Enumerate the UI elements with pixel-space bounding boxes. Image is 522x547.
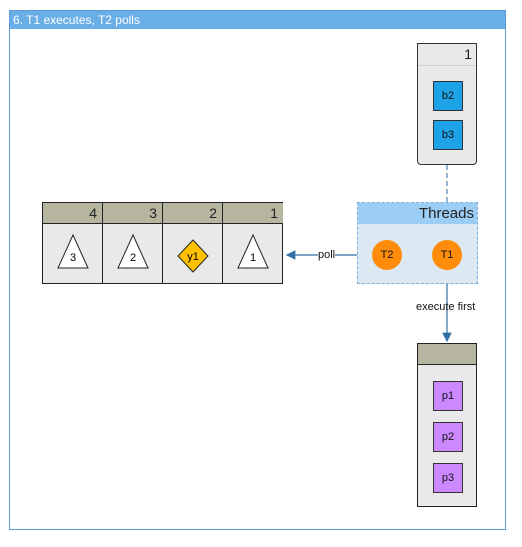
process-pool-header <box>418 344 476 365</box>
poll-label: poll <box>318 249 336 261</box>
queue-cell: 3 2 <box>103 203 163 283</box>
queue-cell: 4 3 <box>43 203 103 283</box>
queue-cell: 1 1 <box>223 203 283 283</box>
queue-cell-header: 2 <box>163 203 222 224</box>
stack-item-b2: b2 <box>433 81 463 111</box>
process-item-p2: p2 <box>433 422 463 452</box>
threads-header: Threads <box>358 203 477 224</box>
process-item-p1: p1 <box>433 381 463 411</box>
diagram-frame: 6. T1 executes, T2 polls <box>9 10 506 530</box>
triangle-icon: 1 <box>237 233 269 269</box>
queue-cell-header: 3 <box>103 203 162 224</box>
thread-t1: T1 <box>432 240 462 270</box>
queue-item-label: 2 <box>130 252 136 264</box>
execute-first-label: execute first <box>416 301 476 313</box>
triangle-icon: 2 <box>117 233 149 269</box>
frame-title: 6. T1 executes, T2 polls <box>10 11 505 29</box>
stack-item-b3: b3 <box>433 120 463 150</box>
threads-group: Threads T2 T1 <box>357 202 478 284</box>
queue-cell-header: 1 <box>223 203 283 224</box>
queue-cell-header: 4 <box>43 203 102 224</box>
queue-item-label: y1 <box>187 251 199 263</box>
process-item-p3: p3 <box>433 463 463 493</box>
process-pool: p1 p2 p3 <box>417 343 477 507</box>
queue-item-label: 1 <box>250 252 256 264</box>
queue-cell: 2 y1 <box>163 203 223 283</box>
triangle-icon: 3 <box>57 233 89 269</box>
task-queue: 4 3 3 2 2 y1 1 1 <box>42 202 283 284</box>
thread-t2: T2 <box>372 240 402 270</box>
diamond-icon: y1 <box>177 239 209 273</box>
queue-item-label: 3 <box>70 252 76 264</box>
call-stack: 1 b2 b3 <box>417 43 477 165</box>
call-stack-header: 1 <box>418 44 476 66</box>
